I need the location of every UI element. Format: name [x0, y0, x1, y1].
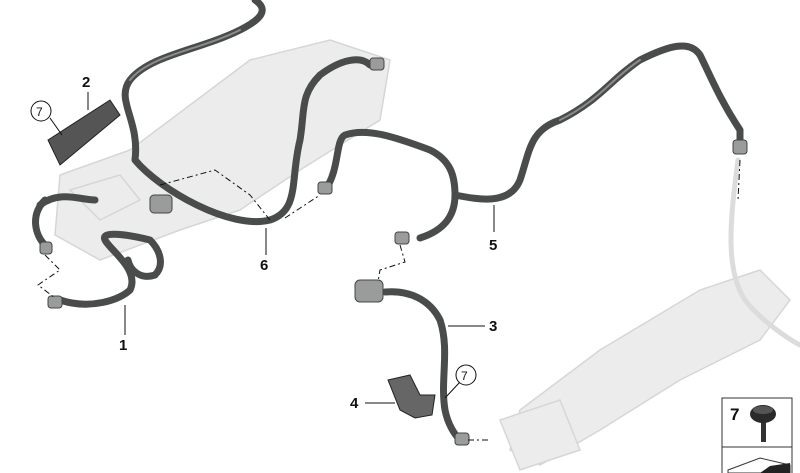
connector: [454, 432, 470, 446]
callout-7-label: 7: [461, 369, 468, 383]
label-part-2: 2: [82, 74, 90, 91]
connector: [394, 231, 410, 245]
connector: [47, 295, 63, 309]
bracket-2: [47, 99, 121, 166]
label-part-5: 5: [489, 237, 497, 254]
intake-manifold-right-ghost: [499, 157, 800, 471]
connector: [732, 139, 748, 155]
callout-7-label: 7: [36, 105, 43, 119]
connector: [39, 241, 53, 255]
label-part-3: 3: [489, 318, 497, 335]
hose-1b: [36, 193, 99, 209]
connector: [369, 57, 385, 71]
callout-circle-7: [455, 364, 477, 386]
label-part-1: 1: [119, 337, 127, 354]
hose-3: [381, 288, 464, 444]
connector: [317, 181, 333, 195]
label-part-6: 6: [260, 257, 268, 274]
bracket-4: [387, 374, 436, 419]
legend-box-7: 7: [721, 397, 793, 473]
valve: [149, 194, 173, 214]
callout-circle-7: [30, 100, 52, 122]
rubber-grommet-icon: [750, 405, 776, 442]
label-part-4: 4: [350, 395, 359, 412]
legend-number: 7: [730, 405, 739, 424]
valve: [354, 279, 384, 303]
